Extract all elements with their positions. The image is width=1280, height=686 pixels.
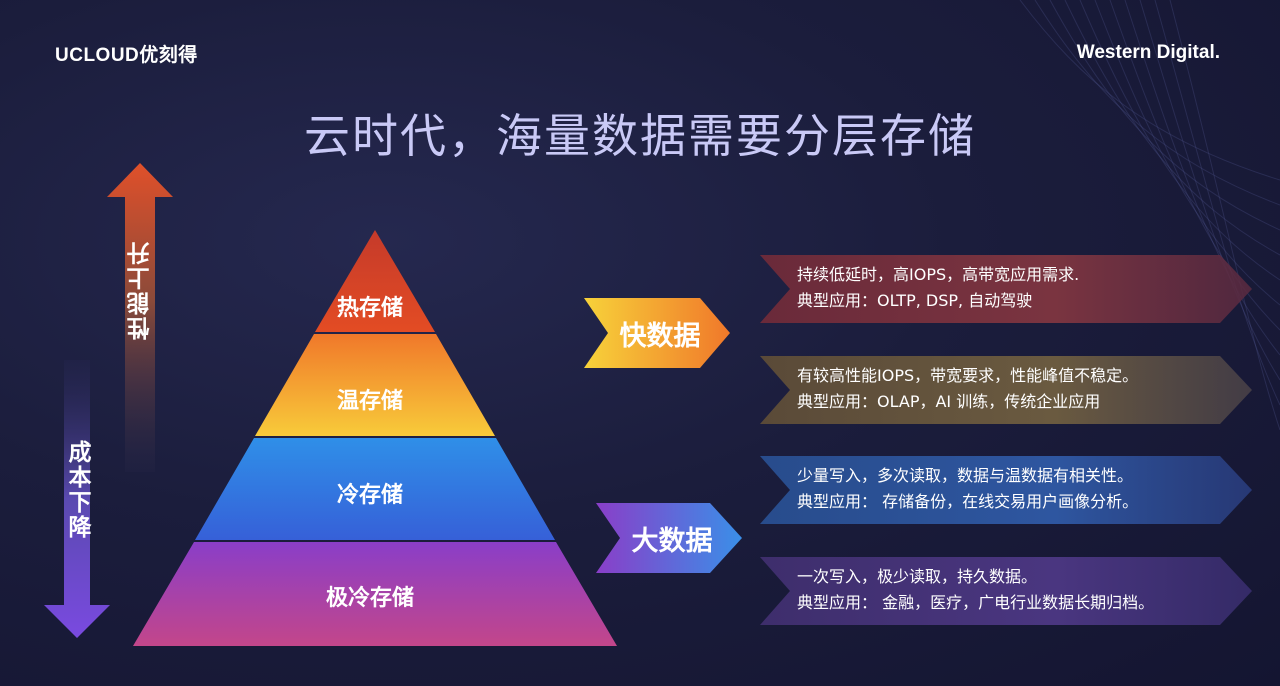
cost-down-label: 成本下降 — [64, 440, 90, 540]
description-archive-line2: 典型应用： 金融，医疗，广电行业数据长期归档。 — [797, 593, 1155, 612]
fast-data-tag: 快数据 — [619, 321, 701, 352]
banner-hot — [760, 255, 1252, 323]
storage-pyramid — [133, 230, 617, 646]
description-cold-line1: 少量写入，多次读取，数据与温数据有相关性。 — [797, 466, 1134, 485]
banner-cold — [760, 456, 1252, 524]
vertical-arrows — [44, 163, 173, 638]
tier-warm-shape — [255, 334, 495, 436]
tier-hot-label: 热存储 — [336, 296, 403, 321]
description-hot-line1: 持续低延时，高IOPS，高带宽应用需求. — [797, 265, 1080, 284]
description-cold: 少量写入，多次读取，数据与温数据有相关性。 典型应用： 存储备份，在线交易用户画… — [797, 463, 1138, 515]
description-hot: 持续低延时，高IOPS，高带宽应用需求. 典型应用：OLTP, DSP, 自动驾… — [797, 262, 1079, 314]
big-data-tag-shape — [596, 503, 742, 573]
page-title: 云时代，海量数据需要分层存储 — [304, 109, 976, 163]
description-warm-line2: 典型应用：OLAP，AI 训练，传统企业应用 — [797, 392, 1101, 411]
banner-warm — [760, 356, 1252, 424]
data-tags — [584, 298, 742, 573]
description-archive-line1: 一次写入，极少读取，持久数据。 — [797, 567, 1038, 586]
ucloud-logo: UCLOUD优刻得 — [55, 45, 198, 66]
tier-cold-label: 冷存储 — [336, 483, 403, 508]
cost-down-arrow — [44, 360, 110, 638]
tier-hot-shape — [315, 230, 435, 332]
tier-archive-label: 极冷存储 — [325, 586, 414, 611]
tier-warm-label: 温存储 — [336, 389, 403, 414]
fast-data-tag-shape — [584, 298, 730, 368]
tier-archive-shape — [133, 542, 617, 646]
tier-cold-shape — [195, 438, 555, 540]
banner-archive — [760, 557, 1252, 625]
description-warm-line1: 有较高性能IOPS，带宽要求，性能峰值不稳定。 — [797, 366, 1139, 385]
description-warm: 有较高性能IOPS，带宽要求，性能峰值不稳定。 典型应用：OLAP，AI 训练，… — [797, 363, 1138, 415]
description-cold-line2: 典型应用： 存储备份，在线交易用户画像分析。 — [797, 492, 1139, 511]
description-hot-line2: 典型应用：OLTP, DSP, 自动驾驶 — [797, 291, 1033, 310]
performance-up-arrow — [107, 163, 173, 472]
western-digital-logo: Western Digital. — [1076, 42, 1220, 63]
description-archive: 一次写入，极少读取，持久数据。 典型应用： 金融，医疗，广电行业数据长期归档。 — [797, 564, 1154, 616]
big-data-tag: 大数据 — [631, 526, 713, 557]
